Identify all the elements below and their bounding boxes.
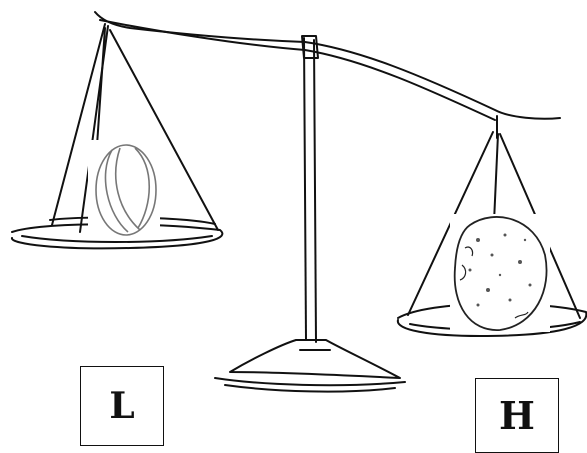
scale-stand [215, 36, 405, 392]
left-pan-label: L [80, 366, 164, 446]
right-pan-label: H [475, 378, 559, 453]
stone-object [450, 214, 550, 332]
beam [95, 12, 560, 120]
ball-object [88, 140, 160, 240]
